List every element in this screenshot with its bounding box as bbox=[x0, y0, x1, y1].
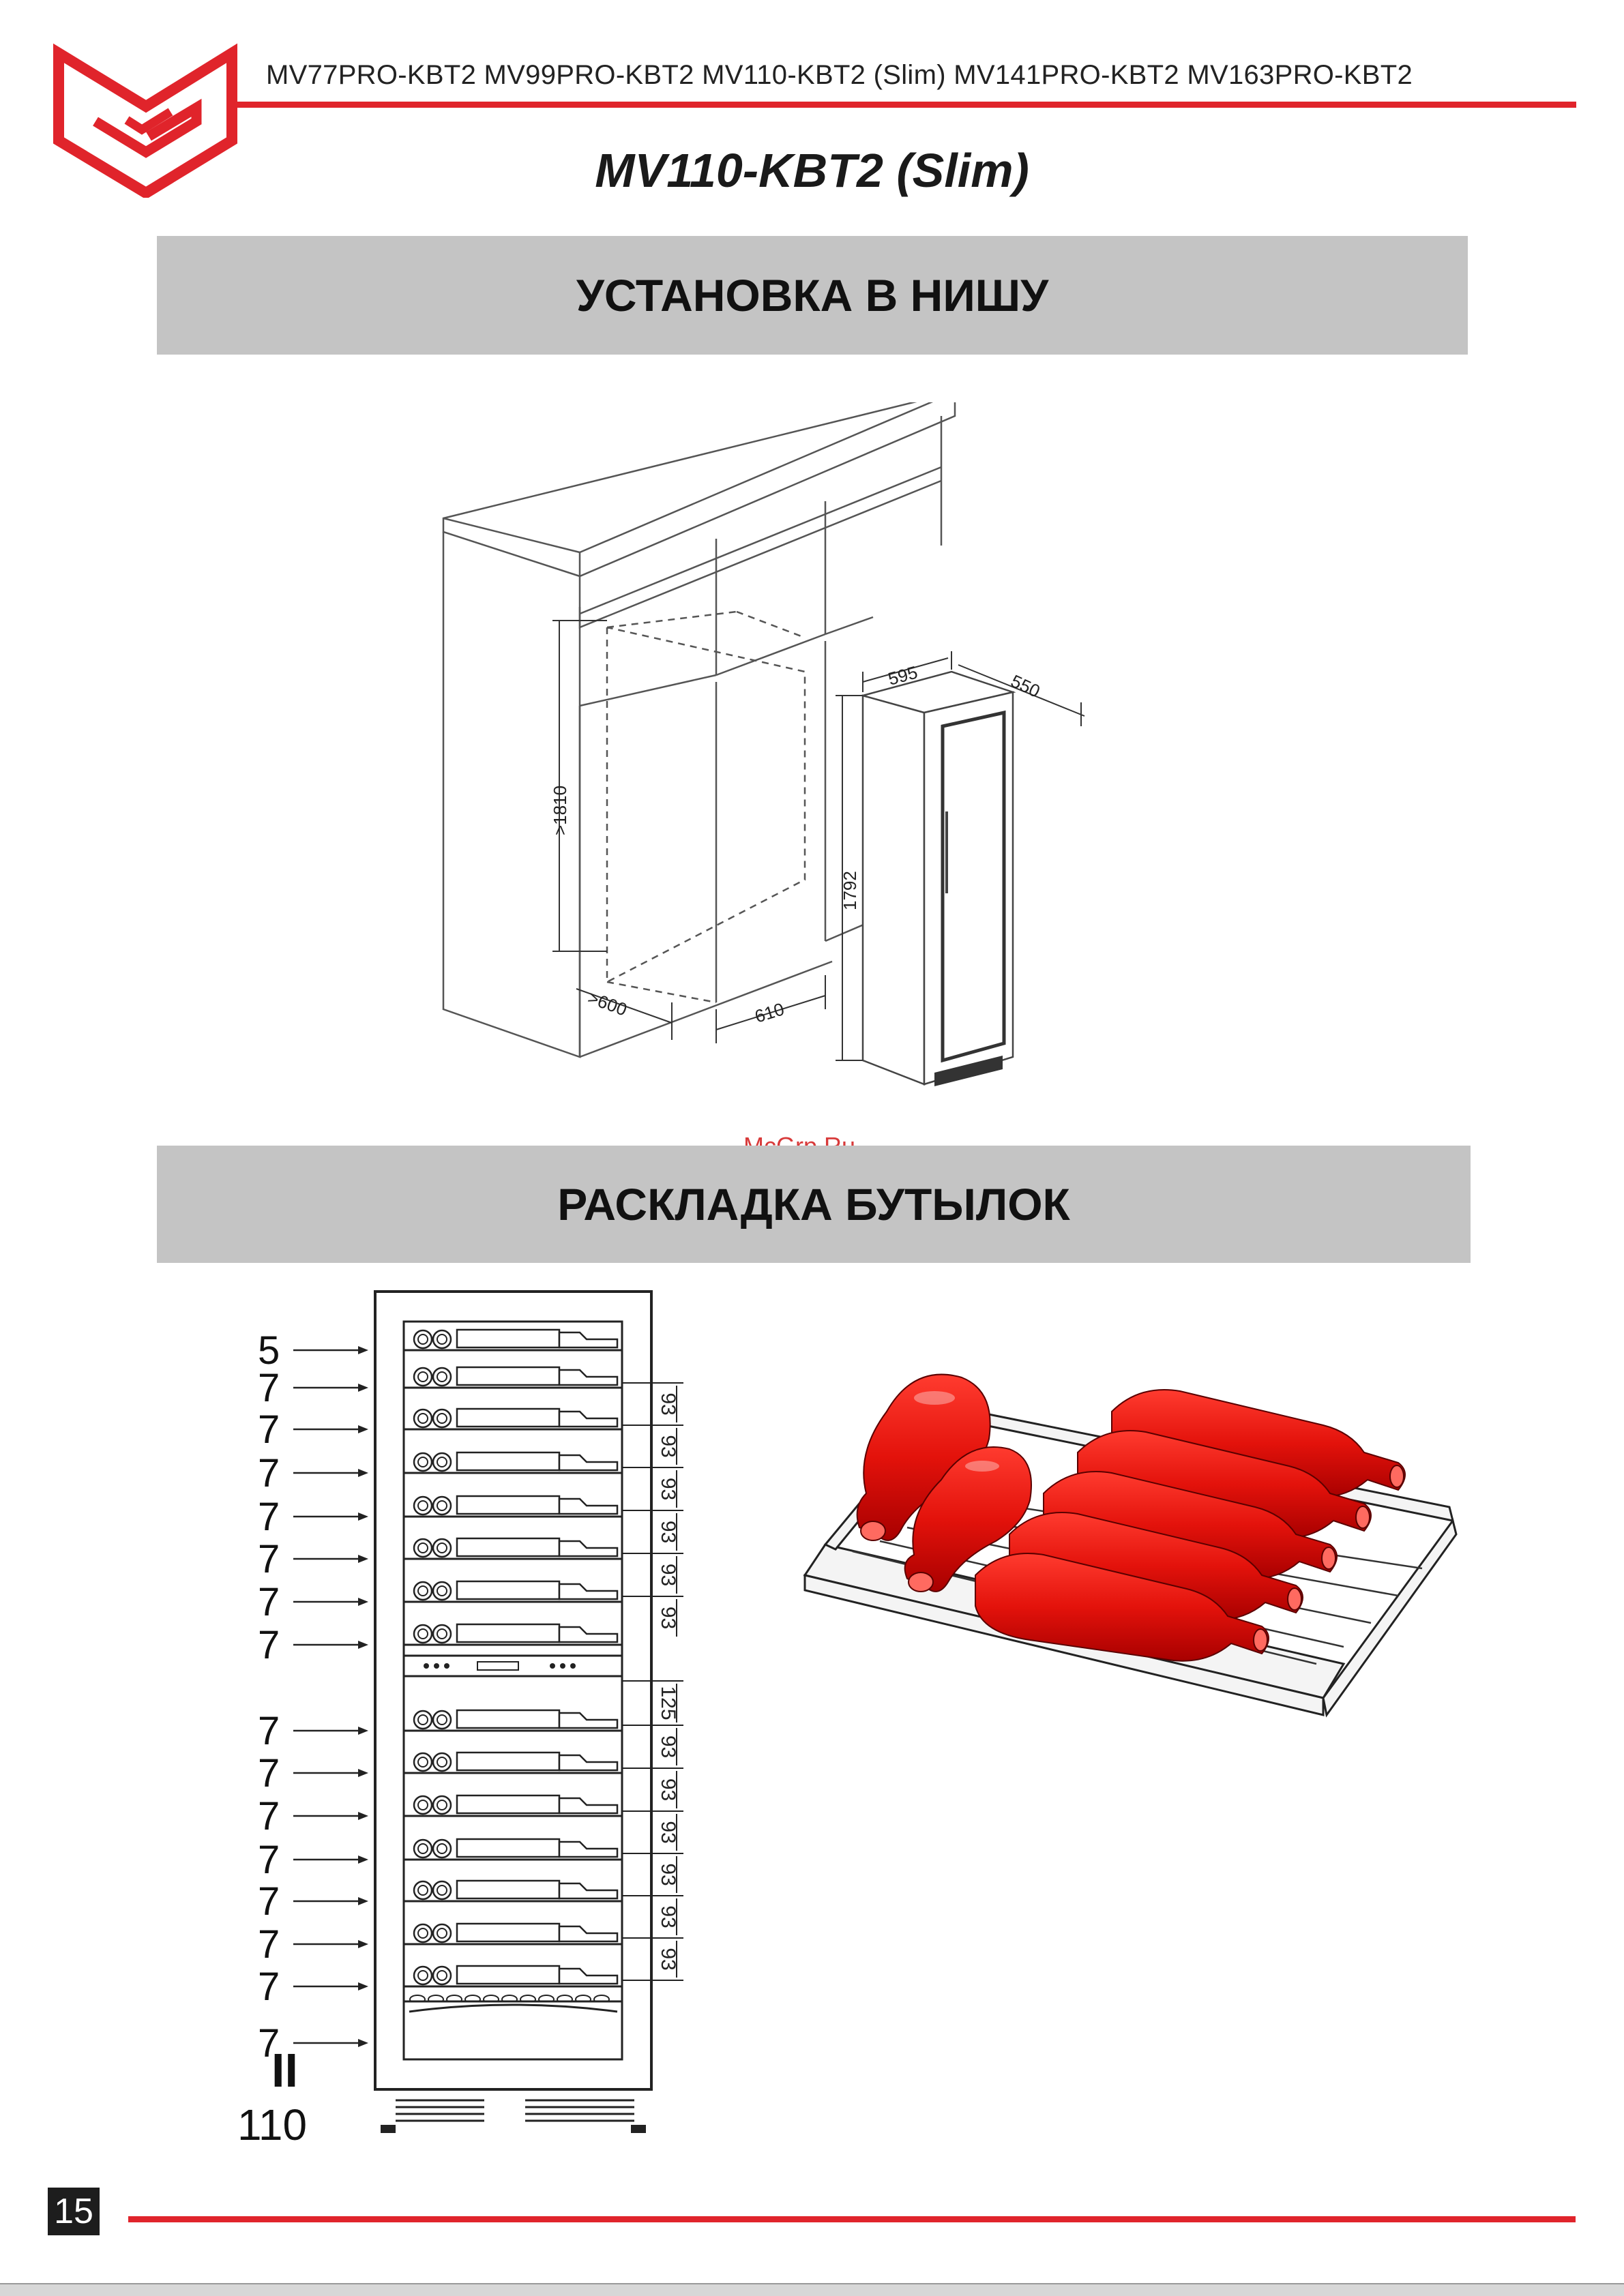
section-title-bottle-layout: РАСКЛАДКА БУТЫЛОК bbox=[557, 1178, 1070, 1230]
shelf-spacing: 125 bbox=[657, 1686, 679, 1720]
shelf-spacing: 93 bbox=[657, 1948, 679, 1970]
header-models-line: MV77PRO-KBT2 MV99PRO-KBT2 MV110-KBT2 (Sl… bbox=[266, 60, 1413, 91]
shelf-count: 7 bbox=[258, 1709, 280, 1753]
header-rule bbox=[228, 102, 1576, 108]
shelf-spacing: 93 bbox=[657, 1435, 679, 1457]
total-sign: II bbox=[271, 2044, 298, 2097]
unit-height-label: 1792 bbox=[840, 871, 860, 910]
niche-depth-label: >600 bbox=[585, 987, 630, 1019]
shelf-spacing: 93 bbox=[657, 1607, 679, 1629]
cabinet-top bbox=[443, 402, 955, 576]
shelf-count: 7 bbox=[258, 1537, 280, 1581]
page-number: 15 bbox=[48, 2188, 100, 2235]
shelf-count: 7 bbox=[258, 1794, 280, 1838]
section-title-installation: УСТАНОВКА В НИШУ bbox=[576, 269, 1048, 321]
shelf-count: 7 bbox=[258, 1879, 280, 1924]
shelf-count: 7 bbox=[258, 1751, 280, 1795]
niche-width-label: 610 bbox=[752, 998, 786, 1026]
section-banner-installation: УСТАНОВКА В НИШУ bbox=[157, 236, 1468, 355]
cooler-glass bbox=[943, 713, 1004, 1060]
cooler-side bbox=[863, 696, 924, 1084]
shelf-count: 7 bbox=[258, 1838, 280, 1882]
shelf-count: 7 bbox=[258, 1451, 280, 1495]
bottom-band bbox=[0, 2283, 1624, 2296]
shelf-spacing: 93 bbox=[657, 1821, 679, 1843]
shelf-spacing: 93 bbox=[657, 1905, 679, 1928]
shelf-count: 7 bbox=[258, 1623, 280, 1667]
shelf-count: 7 bbox=[258, 1922, 280, 1967]
shelf-count: 7 bbox=[258, 1495, 280, 1539]
shelf-count: 7 bbox=[258, 1580, 280, 1624]
niche-height-label: >1810 bbox=[550, 786, 570, 835]
shelf-spacing: 93 bbox=[657, 1521, 679, 1543]
shelf-spacing: 93 bbox=[657, 1778, 679, 1801]
installation-diagram: >1810 >600 610 bbox=[437, 402, 1125, 1105]
total-count: 110 bbox=[237, 2100, 307, 2149]
shelf-spacing: 93 bbox=[657, 1564, 679, 1586]
shelf-spacing: 93 bbox=[657, 1478, 679, 1500]
shelf-count: 7 bbox=[258, 1407, 280, 1452]
shelf-spacing: 93 bbox=[657, 1863, 679, 1885]
footer-rule bbox=[128, 2216, 1576, 2222]
shelf-count: 7 bbox=[258, 1366, 280, 1410]
model-title: MV110-KBT2 (Slim) bbox=[0, 143, 1624, 198]
bottle-shelf-illustration bbox=[798, 1337, 1466, 1725]
shelf-spacing: 93 bbox=[657, 1392, 679, 1415]
shelf-spacing: 93 bbox=[657, 1735, 679, 1758]
section-banner-bottle-layout: РАСКЛАДКА БУТЫЛОК bbox=[157, 1146, 1471, 1263]
shelf-count: 7 bbox=[258, 1965, 280, 2009]
